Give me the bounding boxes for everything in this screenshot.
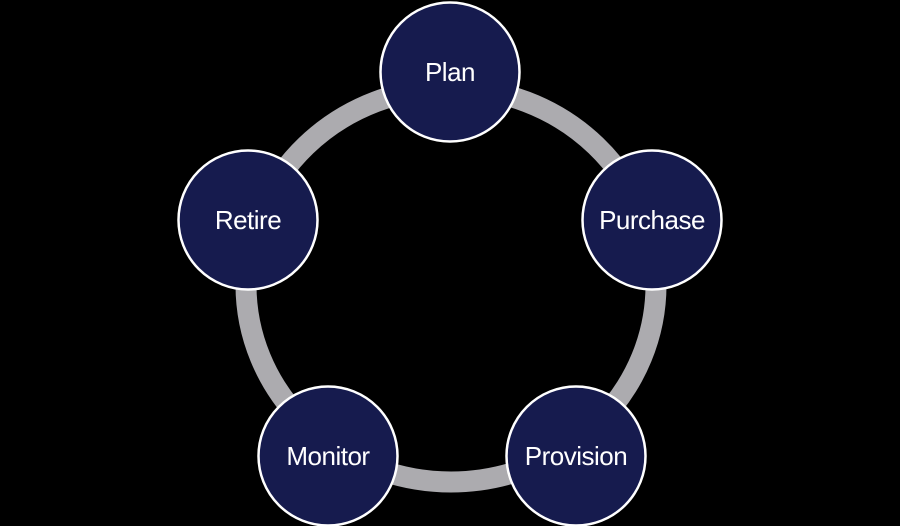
stage-circle-retire [177, 149, 319, 291]
stage-label-plan: Plan [425, 57, 475, 87]
stage-label-provision: Provision [525, 441, 627, 471]
stage-label-purchase: Purchase [599, 205, 705, 235]
stage-node-plan: Plan [379, 1, 521, 143]
stage-node-provision: Provision [505, 385, 647, 526]
stage-circle-plan [379, 1, 521, 143]
stage-node-retire: Retire [177, 149, 319, 291]
stage-circle-purchase [581, 149, 723, 291]
stage-label-monitor: Monitor [286, 441, 370, 471]
stage-label-retire: Retire [215, 205, 281, 235]
stage-node-monitor: Monitor [257, 385, 399, 526]
stage-node-purchase: Purchase [581, 149, 723, 291]
